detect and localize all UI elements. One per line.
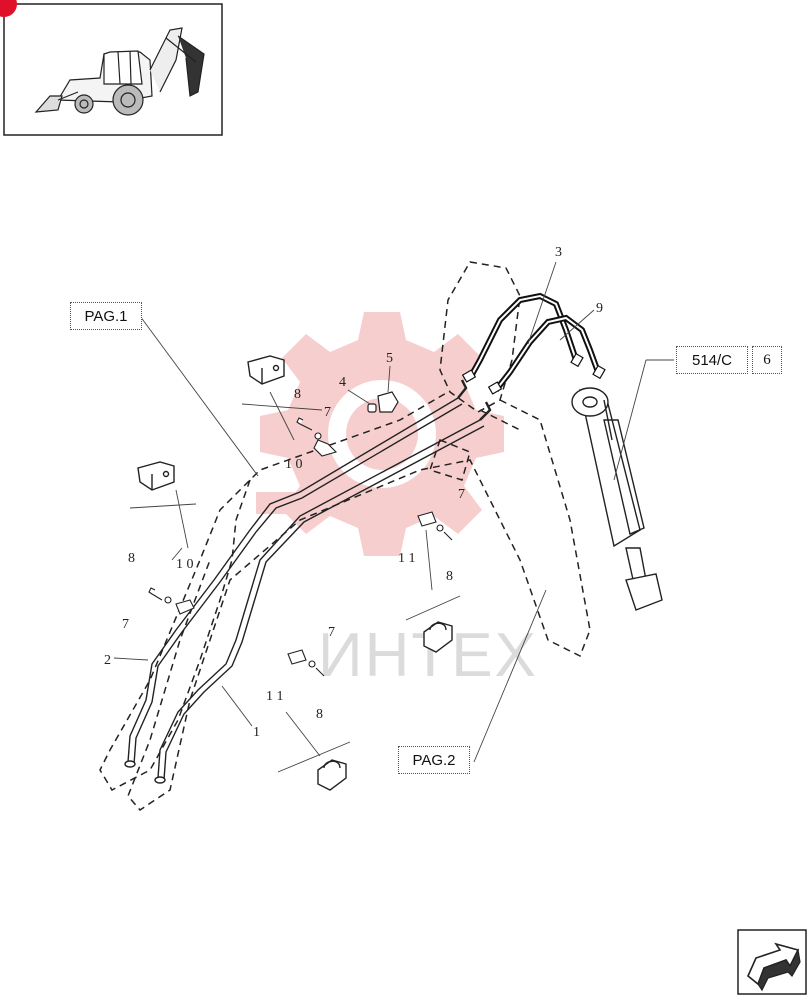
clamp-11-left-icon — [317, 759, 347, 791]
callout-8-b: 8 — [128, 551, 135, 566]
callout-8-c: 8 — [446, 569, 453, 584]
watermark: ИНТЕХ — [256, 312, 536, 690]
callout-10-a: 1 0 — [285, 457, 303, 472]
callout-3: 3 — [555, 245, 562, 260]
hydraulic-cylinder — [571, 387, 663, 611]
flexible-hose-9 — [487, 314, 606, 395]
bolts-and-washers — [148, 417, 453, 677]
callout-2: 2 — [104, 653, 111, 668]
watermark-gear-icon — [256, 312, 504, 556]
callout-8-a: 8 — [294, 387, 301, 402]
red-badge-icon — [0, 0, 17, 17]
callout-1: 1 — [253, 725, 260, 740]
callout-8-d: 8 — [316, 707, 323, 722]
next-page-arrow-icon[interactable] — [737, 929, 807, 995]
clamp-11-right-icon — [423, 621, 453, 653]
callout-7-b: 7 — [122, 617, 129, 632]
spacer-4-icon — [367, 403, 377, 413]
flexible-hose-3 — [461, 292, 584, 383]
clamp-5-icon — [367, 391, 399, 413]
clamp-10-upper-icon — [247, 355, 285, 385]
clamp-10-lower-icon — [137, 461, 175, 491]
leader-lines — [113, 261, 674, 773]
ref-514c-box[interactable]: 514/C — [676, 346, 748, 374]
callout-numbers: 1 2 3 4 5 7 7 7 7 8 8 8 8 9 1 0 1 0 1 1 … — [104, 245, 603, 740]
backhoe-loader-icon — [34, 27, 205, 116]
callout-7-c: 7 — [458, 487, 465, 502]
callout-10-b: 1 0 — [176, 557, 194, 572]
ref-6-box[interactable]: 6 — [752, 346, 782, 374]
hydraulic-pipe-1 — [154, 401, 492, 784]
callout-9: 9 — [596, 301, 603, 316]
ref-pag2-box[interactable]: PAG.2 — [398, 746, 470, 774]
boom-outline — [99, 261, 591, 811]
callout-5: 5 — [386, 351, 393, 366]
thumbnail-frame[interactable] — [0, 0, 223, 136]
callout-4: 4 — [339, 375, 346, 390]
callout-11-b: 1 1 — [266, 689, 284, 704]
ref-pag1-box[interactable]: PAG.1 — [70, 302, 142, 330]
callout-11-a: 1 1 — [398, 551, 416, 566]
callout-7-d: 7 — [328, 625, 335, 640]
hydraulic-pipe-2 — [124, 379, 468, 768]
callout-7-a: 7 — [324, 405, 331, 420]
